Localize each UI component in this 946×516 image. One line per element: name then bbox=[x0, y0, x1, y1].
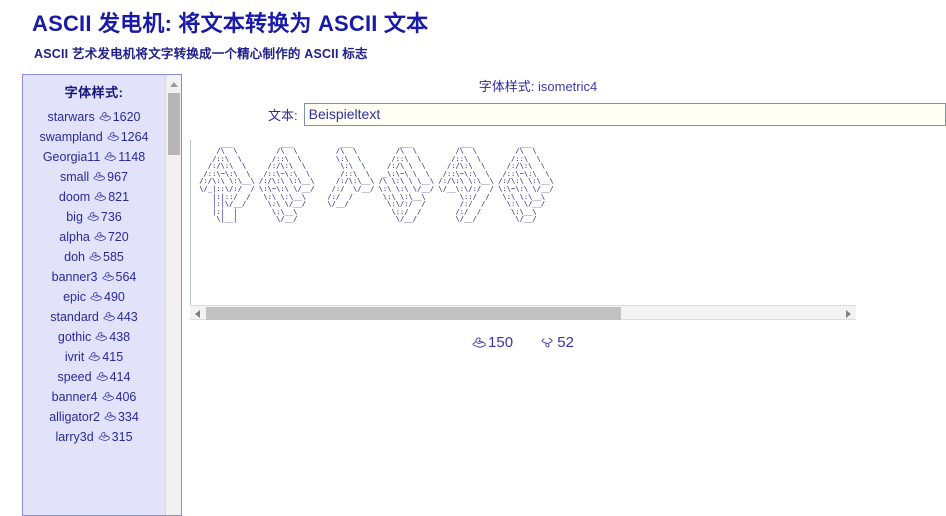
sidebar-item-count: 1620 bbox=[112, 109, 141, 124]
sidebar-item-alpha[interactable]: alpha 720 bbox=[23, 227, 165, 247]
triangle-left-icon[interactable] bbox=[190, 306, 205, 321]
sidebar-item-doom[interactable]: doom 821 bbox=[23, 187, 165, 207]
sidebar-item-label: starwars bbox=[47, 109, 95, 124]
sidebar-item-label: banner3 bbox=[51, 269, 98, 284]
sidebar-item-count: 1148 bbox=[118, 149, 146, 164]
thumbs-up-icon bbox=[94, 230, 107, 243]
sidebar-item-ivrit[interactable]: ivrit 415 bbox=[23, 347, 165, 367]
thumbs-up-icon bbox=[98, 430, 111, 443]
sidebar-item-label: big bbox=[66, 209, 83, 224]
sidebar-item-count: 490 bbox=[104, 289, 125, 304]
thumbs-up-icon bbox=[107, 130, 120, 143]
sidebar-item-count: 406 bbox=[115, 389, 137, 404]
sidebar-item-label: doh bbox=[64, 249, 85, 264]
ascii-art-output: ___ ___ ___ ___ ___ ___ /\ \ /\ \ /\ \ /… bbox=[199, 139, 554, 224]
thumbs-up-icon bbox=[99, 110, 112, 123]
sidebar-item-label: banner4 bbox=[51, 389, 98, 404]
sidebar-item-label: epic bbox=[63, 289, 87, 304]
sidebar-item-standard[interactable]: standard 443 bbox=[23, 307, 165, 327]
sidebar-item-count: 821 bbox=[108, 189, 130, 204]
sidebar-item-alligator2[interactable]: alligator2 334 bbox=[23, 407, 165, 427]
ascii-art-viewport: ___ ___ ___ ___ ___ ___ /\ \ /\ \ /\ \ /… bbox=[190, 139, 856, 305]
thumbs-up-icon bbox=[88, 350, 101, 363]
sidebar-item-big[interactable]: big 736 bbox=[23, 207, 165, 227]
sidebar-title: 字体样式: bbox=[64, 84, 124, 100]
sidebar-item-count: 334 bbox=[117, 409, 139, 424]
sidebar-item-count: 414 bbox=[109, 369, 131, 384]
page-subtitle: ASCII 艺术发电机将文字转换成一个精心制作的 ASCII 标志 bbox=[34, 46, 368, 61]
horizontal-scrollbar-thumb[interactable] bbox=[206, 306, 621, 320]
sidebar-item-count: 585 bbox=[103, 249, 124, 264]
vote-bar: 150 52 bbox=[190, 320, 856, 354]
sidebar-item-label: alligator2 bbox=[49, 409, 100, 424]
page-header: ASCII 发电机: 将文本转换为 ASCII 文本 ASCII 艺术发电机将文… bbox=[0, 0, 946, 62]
sidebar-item-larry3d[interactable]: larry3d 315 bbox=[23, 427, 165, 447]
sidebar-item-label: ivrit bbox=[64, 349, 85, 364]
thumbs-up-icon bbox=[94, 190, 107, 203]
text-input-label: 文本: bbox=[268, 107, 298, 123]
text-input-row: 文本: bbox=[190, 102, 946, 126]
font-style-label: 字体样式: bbox=[478, 78, 535, 94]
thumbs-up-icon bbox=[93, 170, 106, 183]
sidebar-item-banner3[interactable]: banner3 564 bbox=[23, 267, 165, 287]
sidebar-item-label: Georgia11 bbox=[42, 149, 101, 164]
vote-up-button[interactable]: 150 bbox=[472, 334, 513, 354]
sidebar-item-label: swampland bbox=[39, 129, 103, 144]
sidebar-item-label: speed bbox=[57, 369, 92, 384]
sidebar-item-count: 443 bbox=[116, 309, 138, 324]
vote-down-button[interactable]: 52 bbox=[541, 334, 574, 354]
thumbs-up-icon bbox=[103, 310, 116, 323]
thumbs-up-icon bbox=[89, 250, 102, 263]
sidebar-vertical-scrollbar[interactable] bbox=[165, 74, 181, 515]
sidebar-item-count: 438 bbox=[109, 329, 131, 344]
page-title: ASCII 发电机: 将文本转换为 ASCII 文本 bbox=[32, 11, 429, 36]
thumbs-up-icon bbox=[95, 330, 108, 343]
text-input[interactable] bbox=[303, 102, 946, 126]
sidebar-item-count: 1264 bbox=[120, 129, 149, 144]
sidebar-item-label: larry3d bbox=[55, 429, 94, 444]
sidebar-item-label: alpha bbox=[59, 229, 90, 244]
sidebar-item-count: 720 bbox=[107, 229, 129, 244]
sidebar-item-count: 415 bbox=[102, 349, 124, 364]
thumbs-up-icon bbox=[104, 150, 117, 163]
sidebar-item-label: small bbox=[59, 169, 90, 184]
main-panel: 字体样式: isometric4 文本: ___ ___ ___ ___ ___… bbox=[190, 74, 946, 354]
sidebar-item-count: 315 bbox=[111, 429, 133, 444]
triangle-up-icon[interactable] bbox=[166, 74, 181, 92]
sidebar-item-doh[interactable]: doh 585 bbox=[23, 247, 165, 267]
sidebar-item-banner4[interactable]: banner4 406 bbox=[23, 387, 165, 407]
vote-down-count: 52 bbox=[557, 333, 574, 351]
sidebar-item-count: 564 bbox=[115, 269, 137, 284]
sidebar-item-label: standard bbox=[50, 309, 99, 324]
thumbs-down-icon bbox=[541, 335, 556, 354]
sidebar-item-small[interactable]: small 967 bbox=[23, 167, 165, 187]
sidebar-item-starwars[interactable]: starwars 1620 bbox=[23, 107, 165, 127]
sidebar-item-swampland[interactable]: swampland 1264 bbox=[23, 127, 165, 147]
triangle-right-icon[interactable] bbox=[841, 306, 856, 321]
sidebar-item-speed[interactable]: speed 414 bbox=[23, 367, 165, 387]
sidebar-item-georgia11[interactable]: Georgia11 1148 bbox=[23, 147, 165, 167]
thumbs-up-icon bbox=[104, 410, 117, 423]
thumbs-up-icon bbox=[87, 210, 100, 223]
thumbs-up-icon bbox=[96, 370, 109, 383]
vote-up-count: 150 bbox=[488, 333, 514, 351]
selected-font-style: 字体样式: isometric4 bbox=[190, 74, 886, 101]
thumbs-up-icon bbox=[472, 335, 487, 354]
sidebar-item-count: 736 bbox=[100, 209, 122, 224]
sidebar-item-label: gothic bbox=[57, 329, 92, 344]
ascii-art-horizontal-scrollbar[interactable] bbox=[190, 304, 856, 321]
sidebar-item-count: 967 bbox=[107, 169, 129, 184]
sidebar-item-label: doom bbox=[58, 189, 91, 204]
sidebar-scrollbar-thumb[interactable] bbox=[168, 92, 180, 155]
sidebar-item-epic[interactable]: epic 490 bbox=[23, 287, 165, 307]
font-style-value: isometric4 bbox=[538, 78, 598, 94]
sidebar-item-gothic[interactable]: gothic 438 bbox=[23, 327, 165, 347]
thumbs-up-icon bbox=[101, 390, 115, 403]
thumbs-up-icon bbox=[101, 270, 115, 283]
thumbs-up-icon bbox=[90, 290, 103, 303]
